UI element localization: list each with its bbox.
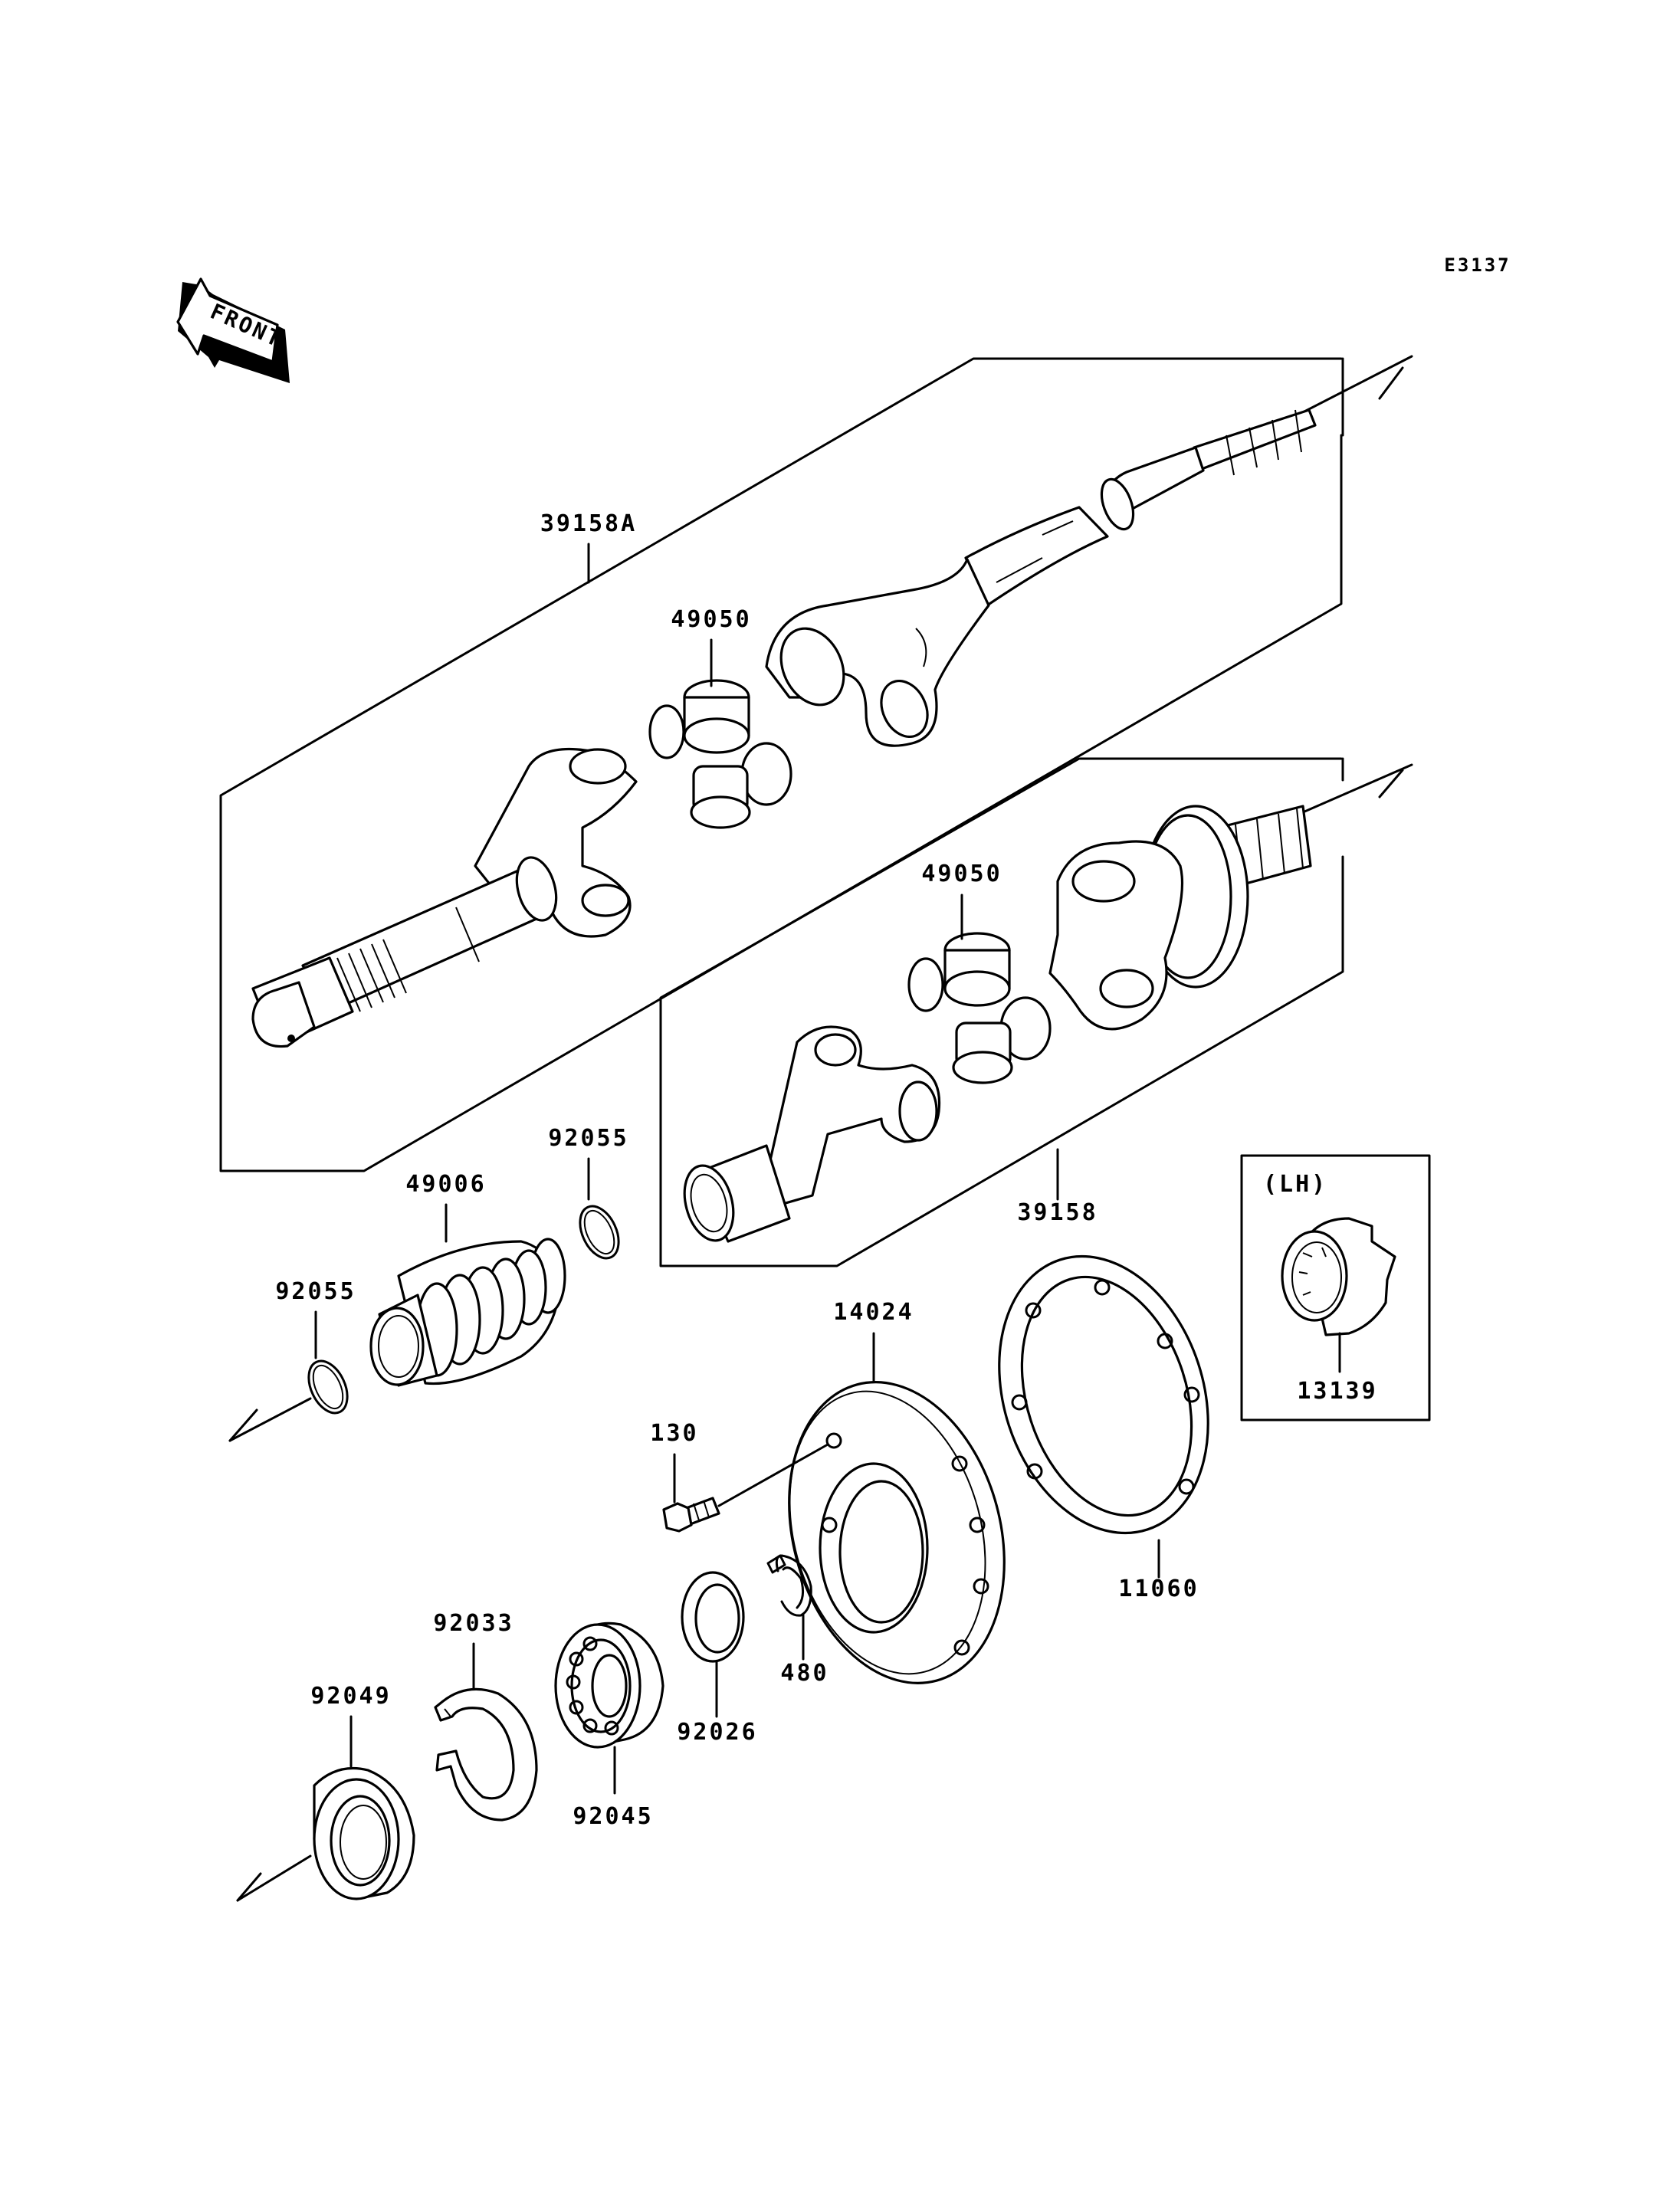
part-label-49050-upper: 49050 (671, 606, 751, 633)
u-joint-49050-lower (907, 932, 1052, 1084)
front-arrow-icon: FRONT (176, 277, 290, 383)
lh-detail-box: (LH) 13139 (1240, 1154, 1431, 1421)
u-joint-49050-upper (648, 679, 792, 829)
part-label-49006: 49006 (405, 1171, 486, 1198)
part-label-480: 480 (780, 1660, 829, 1687)
coupling-13139 (1281, 1217, 1396, 1336)
part-label-49050-lower: 49050 (921, 861, 1002, 887)
oil-seal-92049 (313, 1766, 415, 1900)
part-label-92045: 92045 (573, 1803, 653, 1830)
snap-ring-480 (766, 1554, 812, 1617)
part-label-39158: 39158 (1017, 1199, 1098, 1226)
boot-49006 (369, 1238, 566, 1387)
washer-92026 (681, 1571, 745, 1663)
part-label-14024: 14024 (833, 1299, 914, 1326)
lower-shaft-flange (1048, 805, 1312, 1031)
shaft-assembly-39158-frame (659, 757, 1413, 1267)
part-label-92049: 92049 (310, 1683, 391, 1710)
housing-14024 (788, 1381, 1006, 1684)
part-label-11060: 11060 (1118, 1576, 1199, 1602)
bolt-130 (662, 1497, 720, 1533)
lower-shaft-yoke (683, 1025, 941, 1243)
o-ring-92055-upper (579, 1205, 620, 1260)
o-ring-92055-lower (307, 1359, 349, 1415)
bearing-92045 (554, 1622, 664, 1749)
shaft-assembly-39158a-frame (219, 355, 1413, 1172)
part-label-92055-upper: 92055 (548, 1125, 628, 1152)
part-label-92026: 92026 (677, 1719, 757, 1746)
part-label-92055-lower: 92055 (275, 1278, 356, 1305)
part-label-39158a: 39158A (540, 510, 637, 537)
part-label-130: 130 (650, 1420, 698, 1447)
diagram-code: E3137 (1444, 254, 1511, 276)
lh-label: (LH) (1263, 1171, 1327, 1198)
gasket-11060 (998, 1254, 1209, 1535)
upper-shaft-left (251, 747, 638, 1048)
part-label-13139: 13139 (1297, 1378, 1377, 1405)
upper-shaft-right (765, 408, 1317, 747)
circlip-92033 (434, 1687, 538, 1822)
part-label-92033: 92033 (433, 1610, 514, 1637)
